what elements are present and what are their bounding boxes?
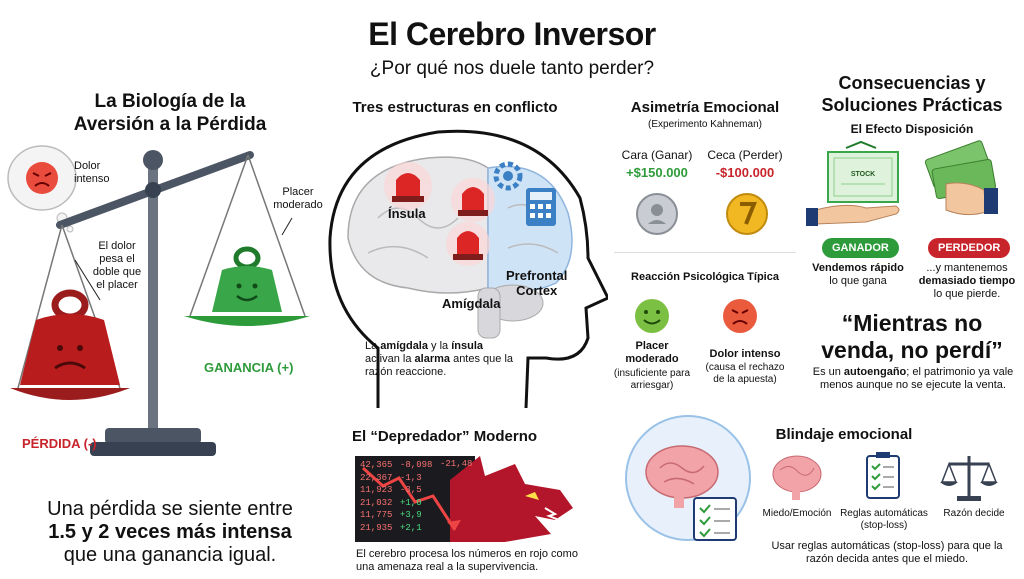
brain-title: Tres estructuras en conflicto bbox=[352, 99, 558, 116]
balance-scale-illustration bbox=[7, 145, 310, 456]
silver-coin-icon bbox=[636, 193, 678, 235]
predator-illustration bbox=[355, 456, 573, 542]
calculator-icon bbox=[526, 188, 556, 226]
ticker-mid: -8,098-1,3-3,5+1,0+3,9+2,1 bbox=[400, 460, 433, 533]
gold-coin-icon bbox=[726, 193, 768, 235]
stock-certificate-icon: STOCK bbox=[827, 140, 899, 203]
tails-label: Ceca (Perder) bbox=[707, 148, 783, 162]
ticker-right: -21,48 bbox=[440, 459, 473, 469]
predator-title: El “Depredador” Moderno bbox=[352, 428, 538, 445]
alarm-icon bbox=[384, 162, 432, 210]
pain-title: Dolor intenso bbox=[709, 348, 781, 360]
rules-label: Reglas automáticas (stop-loss) bbox=[840, 508, 928, 531]
predator-caption: El cerebro procesa los números en rojo c… bbox=[356, 548, 578, 573]
checklist-icon bbox=[866, 452, 900, 499]
shield-caption: Usar reglas automáticas (stop-loss) para… bbox=[771, 540, 1003, 565]
reaction-title: Reacción Psicológica Típica bbox=[631, 271, 779, 283]
asymmetry-title: Asimetría Emocional bbox=[630, 99, 780, 116]
disposition-effect: El Efecto Disposición bbox=[850, 122, 974, 136]
amygdala-label: Amígdala bbox=[442, 296, 501, 311]
brain-caption: La amígdala y la ínsula activan la alarm… bbox=[365, 340, 514, 378]
gear-icon bbox=[493, 161, 523, 191]
gain-label: GANANCIA (+) bbox=[204, 360, 294, 375]
angry-face-icon bbox=[723, 299, 757, 333]
insula-label: Ínsula bbox=[388, 206, 426, 221]
winner-badge: GANADOR bbox=[822, 238, 899, 258]
angry-face-icon bbox=[26, 162, 58, 194]
gain-weight bbox=[184, 246, 310, 326]
coins-illustration bbox=[636, 193, 768, 235]
loser-text: ...y mantenemos demasiado tiempo lo que … bbox=[918, 262, 1016, 300]
pleasure-title: Placer moderado bbox=[625, 340, 679, 365]
bubble-pain-label: Dolor intenso bbox=[74, 160, 110, 185]
brain-icon bbox=[772, 455, 822, 500]
pain-weight-note: El dolor pesa el doble que el placer bbox=[92, 240, 142, 291]
stock-label: STOCK bbox=[851, 171, 875, 178]
shield-title: Blindaje emocional bbox=[775, 426, 913, 443]
loss-weight bbox=[10, 289, 130, 400]
heads-label: Cara (Ganar) bbox=[621, 148, 693, 162]
loser-badge: PERDEDOR bbox=[928, 238, 1011, 258]
loss-label: PÉRDIDA (-) bbox=[22, 436, 97, 451]
happy-face-icon bbox=[635, 299, 669, 333]
page-title: El Cerebro Inversor bbox=[368, 16, 656, 52]
alarm-icon bbox=[451, 178, 495, 222]
checklist-icon bbox=[693, 497, 737, 541]
divider bbox=[614, 252, 796, 253]
winner-text: Vendemos rápido lo que gana bbox=[812, 262, 904, 287]
pain-note: (causa el rechazo de la apuesta) bbox=[705, 362, 785, 385]
thought-bubble bbox=[7, 145, 77, 233]
quote-note: Es un autoengaño; el patrimonio ya vale … bbox=[812, 366, 1014, 391]
pleasure-note: (insuficiente para arriesgar) bbox=[613, 368, 691, 391]
reason-label: Razón decide bbox=[943, 508, 1005, 519]
wolf-head-icon bbox=[450, 456, 573, 542]
scale-icon bbox=[940, 456, 998, 501]
pleasure-label: Placer moderado bbox=[273, 186, 323, 211]
heads-value: +$150.000 bbox=[626, 165, 688, 180]
shield-illustration bbox=[625, 415, 998, 541]
reaction-faces bbox=[635, 299, 757, 333]
asymmetry-subtitle: (Experimento Kahneman) bbox=[648, 119, 762, 130]
loss-statement: Una pérdida se siente entre 1.5 y 2 vece… bbox=[47, 498, 293, 566]
cash-hand-icon bbox=[924, 140, 998, 216]
quote: “Mientras no venda, no perdí” bbox=[821, 310, 1003, 363]
consequences-title: Consecuencias y Soluciones Prácticas bbox=[821, 73, 1003, 115]
prefrontal-label: Prefrontal Cortex bbox=[506, 268, 568, 298]
tails-value: -$100.000 bbox=[715, 165, 775, 180]
alarm-icon bbox=[446, 222, 490, 266]
head-brain-illustration bbox=[328, 129, 608, 409]
fear-label: Miedo/Emoción bbox=[762, 508, 832, 519]
biology-title: La Biología de la Aversión a la Pérdida bbox=[73, 91, 267, 135]
disposition-illustration: STOCK bbox=[806, 140, 998, 226]
open-hand-icon bbox=[806, 204, 900, 226]
page-subtitle: ¿Por qué nos duele tanto perder? bbox=[369, 58, 655, 79]
